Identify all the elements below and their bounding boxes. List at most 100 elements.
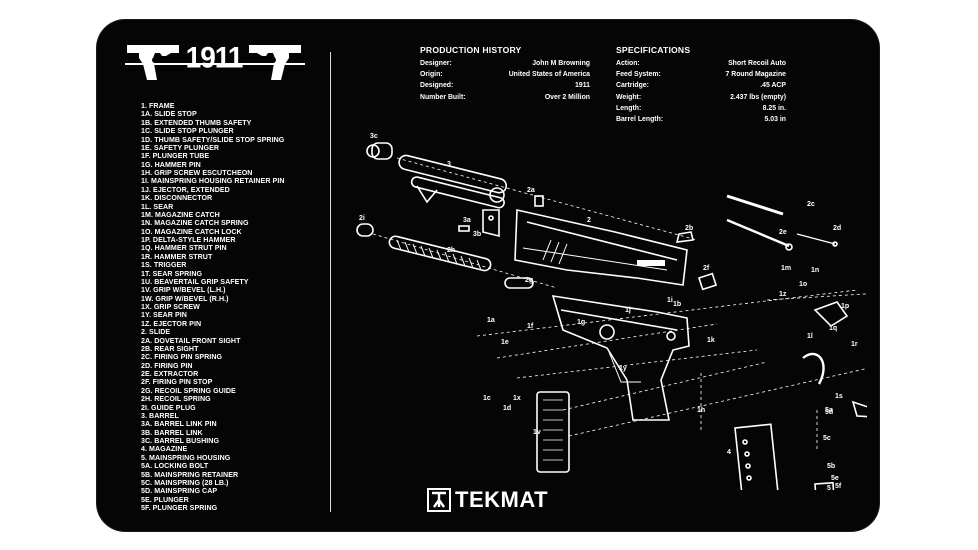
slide-part: [514, 209, 688, 286]
diagram-label-1m: 1m: [781, 265, 791, 272]
diagram-label-1d: 1d: [503, 405, 511, 412]
diagram-label-1i: 1i: [667, 297, 673, 304]
parts-list-item: 2I. GUIDE PLUG: [141, 403, 196, 412]
parts-list-item: 3C. BARREL BUSHING: [141, 437, 220, 445]
parts-list-item: 1N. MAGAZINE CATCH SPRING: [141, 219, 249, 228]
diagram-label-5c: 5c: [823, 435, 831, 442]
mainspring-housing-part: [814, 481, 838, 490]
parts-list-item: 5F. PLUNGER SPRING: [141, 504, 218, 512]
diagram-label-1l: 1l: [807, 333, 813, 340]
parts-list-item: 1Z. EJECTOR PIN: [141, 319, 202, 328]
diagram-label-2d: 2d: [833, 225, 841, 232]
diagram-label-1q: 1q: [829, 325, 837, 332]
row-value: United States of America: [508, 71, 590, 79]
row-value: 5.03 in: [764, 115, 786, 123]
trigger-part: [851, 400, 867, 418]
specifications-row: Barrel Length: 5.03 in: [616, 114, 786, 125]
parts-list-item: 5B. MAINSPRING RETAINER: [141, 470, 239, 479]
parts-list-item: 1Y. SEAR PIN: [141, 311, 187, 320]
sear-spring-part: [802, 352, 825, 385]
recoil-spring-guide-part: [504, 277, 534, 289]
diagram-label-5f: 5f: [835, 483, 842, 490]
firing-pin-stop-part: [697, 272, 718, 291]
parts-list-item: 5C. MAINSPRING (28 LB.): [141, 478, 229, 487]
barrel-link-part: [482, 209, 500, 238]
parts-list-item: 1T. SEAR SPRING: [141, 269, 203, 278]
parts-list-item: 1K. DISCONNECTOR: [141, 194, 213, 203]
parts-list-item: 2A. DOVETAIL FRONT SIGHT: [141, 336, 241, 345]
diagram-label-2i: 2i: [359, 215, 365, 222]
parts-list-item: 1Q. HAMMER STRUT PIN: [141, 244, 227, 253]
row-label: Length:: [616, 104, 642, 112]
parts-list-item: 5. MAINSPRING HOUSING: [141, 453, 231, 462]
diagram-label-2b: 2b: [685, 225, 693, 232]
parts-list-item: 3. BARREL: [141, 411, 179, 420]
parts-list-item: 1C. SLIDE STOP PLUNGER: [141, 127, 234, 136]
specifications-row: Action:Short Recoil Auto: [616, 58, 786, 69]
row-value: 8.25 in.: [762, 104, 786, 112]
diagram-label-1s: 1s: [835, 393, 843, 400]
diagram-label-2e: 2e: [779, 229, 787, 236]
parts-list-item: 1G. HAMMER PIN: [141, 160, 201, 169]
specifications-row: Feed System:7 Round Magazine: [616, 69, 786, 80]
diagram-label-1x: 1x: [513, 395, 521, 402]
diagram-label-2c: 2c: [807, 201, 815, 208]
parts-list-item: 1O. MAGAZINE CATCH LOCK: [141, 227, 242, 236]
rear-sight-part: [675, 231, 694, 243]
row-label: Cartridge:: [616, 82, 649, 90]
firing-pin-part: [796, 233, 838, 247]
parts-list-item: 1I. MAINSPRING HOUSING RETAINER PIN: [141, 177, 285, 186]
parts-list-item: 1V. GRIP W/BEVEL (L.H.): [141, 286, 226, 295]
parts-list-item: 2D. FIRING PIN: [141, 361, 193, 370]
diagram-label-1g: 1g: [577, 319, 585, 326]
diagram-label-1o: 1o: [799, 281, 807, 288]
parts-list-item: 5D. MAINSPRING CAP: [141, 487, 218, 496]
row-label: Barrel Length:: [616, 115, 664, 123]
parts-list-item: 2B. REAR SIGHT: [141, 344, 199, 353]
specifications-row: Length: 8.25 in.: [616, 103, 786, 114]
parts-list-item: 5A. LOCKING BOLT: [141, 462, 209, 471]
brand-name: TEKMAT: [455, 487, 549, 512]
diagram-label-3: 3: [447, 161, 451, 168]
parts-list-item: 1M. MAGAZINE CATCH: [141, 210, 220, 219]
diagram-label-3c: 3c: [370, 133, 378, 140]
parts-list-item: 1U. BEAVERTAIL GRIP SAFETY: [141, 277, 249, 286]
specifications-heading: SPECIFICATIONS: [616, 45, 691, 55]
row-label: Origin:: [420, 71, 443, 79]
title-rule: [125, 63, 305, 65]
row-value: .45 ACP: [760, 82, 786, 90]
diagram-label-1v: 1v: [533, 429, 541, 436]
diagram-label-1y: 1y: [619, 365, 627, 372]
row-value: 1911: [575, 82, 590, 90]
barrel-bushing-part: [366, 142, 393, 160]
parts-list-item: 1W. GRIP W/BEVEL (R.H.): [141, 294, 229, 303]
parts-list-item: 1J. EJECTOR, EXTENDED: [141, 185, 230, 194]
diagram-label-1j: 1j: [625, 307, 631, 314]
row-value: Over 2 Million: [544, 93, 590, 101]
production-history-heading: PRODUCTION HISTORY: [420, 45, 522, 55]
parts-list-item: 2F. FIRING PIN STOP: [141, 378, 213, 387]
parts-list-item: 2E. EXTRACTOR: [141, 370, 199, 378]
frame-part: [551, 295, 690, 421]
column-divider: [330, 52, 331, 512]
diagram-label-1e: 1e: [501, 339, 509, 346]
pistol-silhouette-left-icon: [127, 45, 179, 80]
parts-list-item: 1F. PLUNGER TUBE: [141, 152, 210, 161]
row-label: Feed System:: [616, 71, 661, 79]
parts-list-item: 2G. RECOIL SPRING GUIDE: [141, 386, 236, 395]
production-history-row: Origin: United States of America: [420, 69, 590, 80]
diagram-label-1p: 1p: [841, 303, 849, 310]
row-label: Weight:: [616, 93, 642, 101]
barrel-link-pin-part: [458, 225, 470, 232]
diagram-label-5e: 5e: [831, 475, 839, 482]
extractor-part: [726, 218, 793, 251]
production-history-row: Number Built:Over 2 Million: [420, 92, 590, 103]
parts-list-item: 1R. HAMMER STRUT: [141, 252, 213, 261]
parts-list-item: 1S. TRIGGER: [141, 261, 187, 270]
magazine-part: [734, 423, 779, 490]
diagram-labels: 3c32a3a3b2i2h22b2c2e2d2g2f1a1b1c1d1e1f1g…: [359, 133, 858, 490]
parts-list-item: 1D. THUMB SAFETY/SLIDE STOP SPRING: [141, 135, 285, 144]
diagram-label-1z: 1z: [779, 291, 787, 298]
